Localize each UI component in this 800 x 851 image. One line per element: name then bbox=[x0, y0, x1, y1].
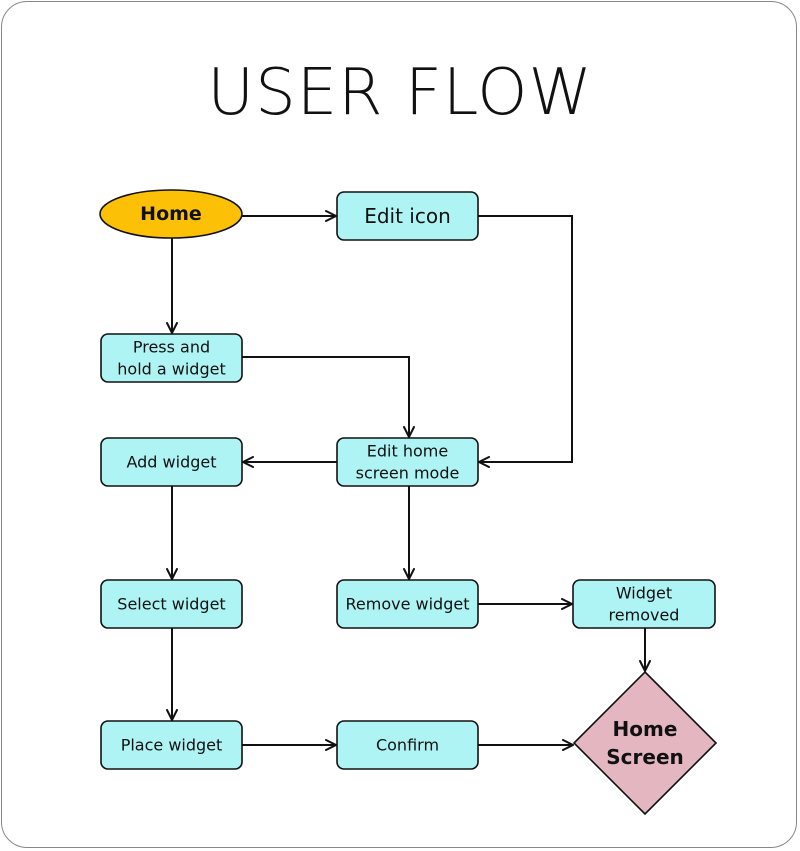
node-shape bbox=[572, 670, 718, 816]
node-shape bbox=[336, 437, 479, 487]
node-label: screen mode bbox=[356, 464, 460, 483]
arrow-edit-icon-to-edit-mode bbox=[478, 215, 573, 462]
node-shape bbox=[336, 720, 479, 770]
node-label: Edit home bbox=[367, 441, 448, 460]
node-label: removed bbox=[609, 606, 680, 625]
node-home: Home bbox=[99, 189, 243, 239]
node-label: Press and bbox=[133, 337, 210, 356]
node-shape bbox=[336, 579, 479, 629]
node-label: Screen bbox=[606, 745, 684, 769]
node-remove-widget: Remove widget bbox=[336, 579, 479, 629]
node-shape bbox=[336, 191, 479, 241]
node-shape bbox=[100, 333, 243, 383]
node-place-widget: Place widget bbox=[100, 720, 243, 770]
node-shape bbox=[100, 579, 243, 629]
node-shape bbox=[100, 720, 243, 770]
node-edit-icon: Edit icon bbox=[336, 191, 479, 241]
node-confirm: Confirm bbox=[336, 720, 479, 770]
arrow-press-hold-to-edit-mode bbox=[242, 356, 409, 437]
node-label: Add widget bbox=[126, 453, 216, 472]
node-shape bbox=[572, 579, 716, 629]
node-label: Place widget bbox=[121, 736, 223, 755]
node-label: Edit icon bbox=[364, 204, 451, 228]
node-label: Remove widget bbox=[346, 595, 470, 614]
node-select-widget: Select widget bbox=[100, 579, 243, 629]
node-label: Select widget bbox=[117, 595, 225, 614]
node-label: Home bbox=[613, 717, 678, 741]
node-label: Widget bbox=[616, 583, 672, 602]
node-shape bbox=[100, 437, 243, 487]
node-label: Home bbox=[140, 203, 202, 225]
node-label: Confirm bbox=[376, 736, 439, 755]
node-widget-removed: Widget removed bbox=[572, 579, 716, 629]
diagram-title: USER FLOW bbox=[207, 56, 593, 130]
node-add-widget: Add widget bbox=[100, 437, 243, 487]
node-shape bbox=[99, 189, 243, 239]
node-label: hold a widget bbox=[117, 360, 225, 379]
node-edit-mode: Edit home screen mode bbox=[336, 437, 479, 487]
node-press-hold: Press and hold a widget bbox=[100, 333, 243, 383]
edges-layer bbox=[172, 216, 645, 745]
